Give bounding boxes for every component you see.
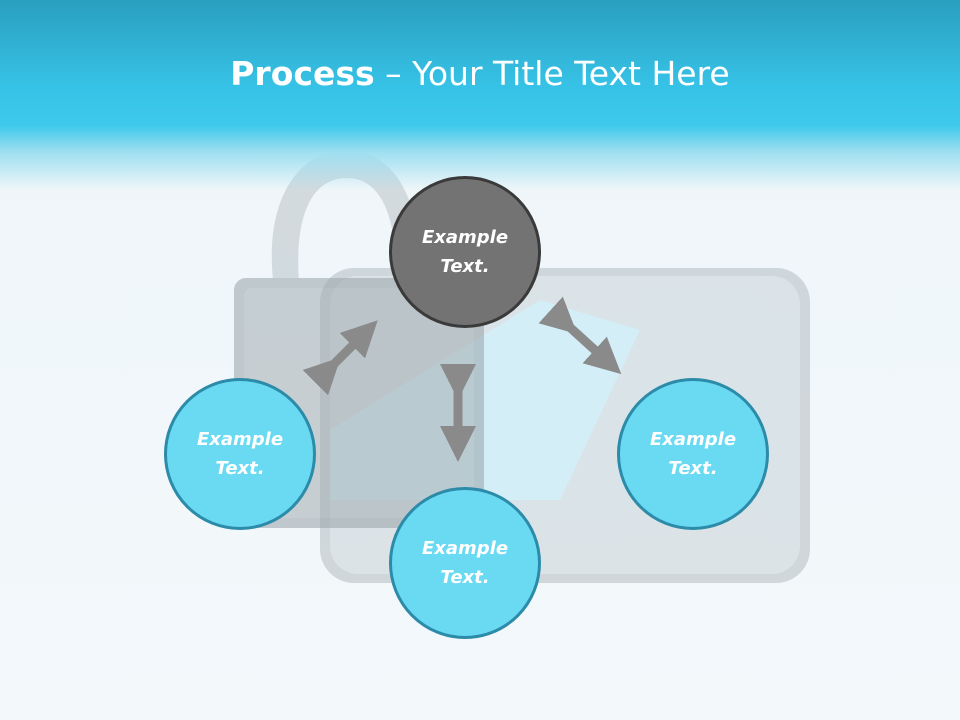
process-circle-bottom[interactable]: Example Text.	[389, 487, 541, 639]
circle-text-line2: Text.	[440, 256, 490, 277]
page-title: Process – Your Title Text Here	[0, 52, 960, 96]
circle-text-line1: Example	[421, 538, 509, 559]
process-circle-left[interactable]: Example Text.	[164, 378, 316, 530]
arrow-top-right	[538, 296, 622, 375]
process-circle-top[interactable]: Example Text.	[389, 176, 541, 328]
circle-text-line1: Example	[421, 227, 509, 248]
title-banner	[0, 0, 960, 190]
arrow-top-left	[302, 320, 378, 396]
circle-text-line2: Text.	[668, 458, 718, 479]
process-circle-right[interactable]: Example Text.	[617, 378, 769, 530]
circle-text-line1: Example	[649, 429, 737, 450]
title-bold: Process	[230, 54, 375, 93]
circle-text-line2: Text.	[440, 567, 490, 588]
circle-text-line1: Example	[196, 429, 284, 450]
circle-text-line2: Text.	[215, 458, 265, 479]
title-rest: – Your Title Text Here	[374, 54, 730, 93]
